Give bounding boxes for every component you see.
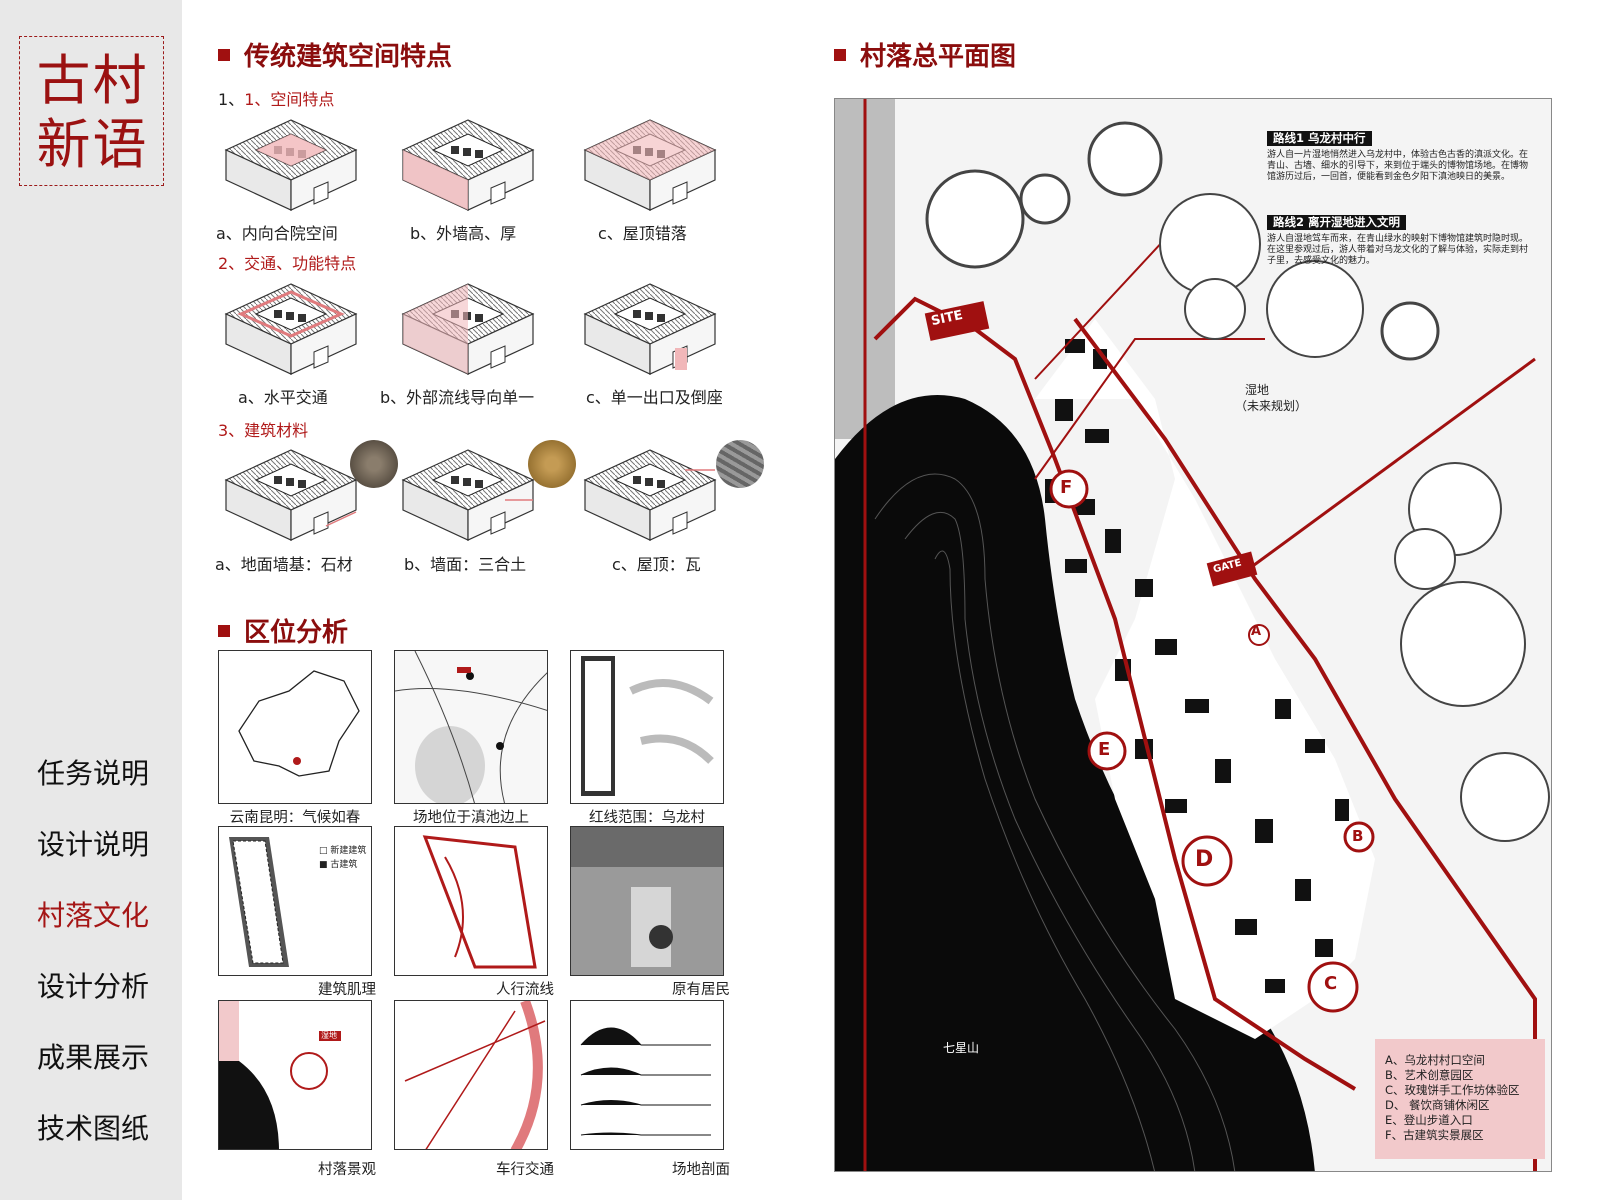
- route-2-title: 路线2 离开湿地进入文明: [1267, 215, 1407, 230]
- logo-line-1: 古村: [36, 49, 149, 112]
- thumb-caption-9: 场地剖面: [672, 1162, 730, 1178]
- square-bullet-icon: [218, 49, 230, 61]
- house-diagram-roofs: [584, 119, 716, 211]
- thumb-red-line: [570, 650, 724, 804]
- thumb-caption-2: 场地位于滇池边上: [413, 810, 529, 826]
- master-plan-map: SITE GATE A B C D E F 路线1 乌龙村中行 游人自一片湿地悄…: [834, 98, 1552, 1172]
- caption-courtyard: a、内向合院空间: [216, 224, 338, 243]
- subtitle-material: 3、建筑材料: [218, 417, 308, 441]
- marker-b[interactable]: B: [1352, 827, 1364, 845]
- thumb-wetland-tag: 湿地: [321, 1031, 337, 1040]
- marker-d[interactable]: D: [1195, 847, 1214, 872]
- thumb-legend-new: □ 新建建筑: [319, 846, 367, 856]
- subtitle-traffic: 2、交通、功能特点: [218, 254, 357, 273]
- caption-horizontal: a、水平交通: [238, 388, 328, 407]
- route-1-text: 游人自一片湿地悄然进入乌龙村中，体验古色古香的滇派文化。在青山、古墙、细水的引导…: [1267, 150, 1529, 182]
- nav-item-design-analysis[interactable]: 设计分析: [36, 970, 149, 1003]
- subtitle-material-text: 3、建筑材料: [218, 421, 309, 440]
- nav-item-results[interactable]: 成果展示: [36, 1041, 149, 1074]
- section-title-master-plan: 村落总平面图: [834, 36, 1016, 73]
- caption-exit: c、单一出口及倒座: [586, 388, 723, 407]
- thumb-vehicle: [394, 1000, 548, 1150]
- caption-flow: b、外部流线导向单一: [380, 388, 535, 407]
- house-diagram-flow: [402, 283, 534, 375]
- nav-item-village-culture[interactable]: 村落文化: [36, 899, 149, 932]
- legend-f: F、古建筑实景展区: [1385, 1128, 1484, 1142]
- caption-roofs: c、屋顶错落: [598, 224, 687, 243]
- house-diagram-courtyard: [225, 119, 357, 211]
- section-title-architecture: 传统建筑空间特点: [218, 36, 452, 73]
- thumb-residents-photo: [570, 826, 724, 976]
- thumb-dianchi-map: [394, 650, 548, 804]
- subtitle-space: 1、1、空间特点: [218, 90, 335, 109]
- thumb-legend-old: ■ 古建筑: [319, 860, 358, 870]
- nav-item-task[interactable]: 任务说明: [36, 757, 149, 790]
- legend-d: D、 餐饮商铺休闲区: [1385, 1098, 1490, 1112]
- map-legend: A、乌龙村村口空间 B、艺术创意园区 C、玫瑰饼手工作坊体验区 D、 餐饮商铺休…: [1375, 1039, 1545, 1159]
- caption-tile: c、屋顶：瓦: [612, 555, 701, 574]
- logo-line-2: 新语: [36, 113, 149, 176]
- legend-c: C、玫瑰饼手工作坊体验区: [1385, 1083, 1520, 1097]
- thumb-pedestrian: [394, 826, 548, 976]
- thumb-caption-7: 村落景观: [318, 1162, 376, 1178]
- caption-earth: b、墙面：三合土: [404, 555, 527, 574]
- nav-item-drawings[interactable]: 技术图纸: [36, 1112, 149, 1145]
- marker-a[interactable]: A: [1251, 624, 1262, 639]
- legend-e: E、登山步道入口: [1385, 1113, 1473, 1127]
- section-title-master-plan-text: 村落总平面图: [860, 42, 1017, 72]
- route-1-title: 路线1 乌龙村中行: [1267, 131, 1372, 146]
- thumb-section: [570, 1000, 724, 1150]
- house-diagram-earth: [402, 449, 534, 541]
- logo: 古村 新语: [19, 36, 164, 186]
- thumb-china-map: [218, 650, 372, 804]
- marker-c[interactable]: C: [1324, 973, 1338, 994]
- legend-a: A、乌龙村村口空间: [1385, 1053, 1485, 1067]
- house-diagram-walls: [402, 119, 534, 211]
- house-diagram-horizontal: [225, 283, 357, 375]
- tile-texture-icon: [716, 440, 764, 488]
- thumb-caption-4: 建筑肌理: [318, 982, 376, 998]
- thumb-caption-1: 云南昆明：气候如春: [229, 810, 361, 826]
- nav-item-design-notes[interactable]: 设计说明: [36, 828, 149, 861]
- square-bullet-icon: [218, 625, 230, 637]
- map-drawing: [835, 99, 1550, 1171]
- earth-texture-icon: [528, 440, 576, 488]
- thumb-caption-6: 原有居民: [672, 982, 730, 998]
- wetland-label: 湿地: [1245, 383, 1270, 397]
- stone-texture-icon: [350, 440, 398, 488]
- marker-f[interactable]: F: [1060, 477, 1073, 498]
- section-title-location-text: 区位分析: [244, 618, 349, 648]
- house-diagram-stone: [225, 449, 357, 541]
- marker-e[interactable]: E: [1098, 739, 1111, 760]
- caption-stone: a、地面墙基：石材: [215, 555, 353, 574]
- thumb-building-texture: □ 新建建筑 ■ 古建筑: [218, 826, 372, 976]
- section-title-location: 区位分析: [218, 612, 348, 649]
- mountain-label: 七星山: [943, 1041, 980, 1055]
- route-2-text: 游人自湿地驾车而来，在青山绿水的映射下博物馆建筑时隐时现。在这里参观过后，游人带…: [1267, 234, 1529, 266]
- square-bullet-icon: [834, 49, 846, 61]
- caption-walls: b、外墙高、厚: [410, 224, 517, 243]
- route-1-box: 路线1 乌龙村中行 游人自一片湿地悄然进入乌龙村中，体验古色古香的滇派文化。在青…: [1267, 131, 1529, 183]
- section-title-text: 传统建筑空间特点: [244, 42, 453, 72]
- house-diagram-exit: [584, 283, 716, 375]
- house-diagram-tile: [584, 449, 716, 541]
- thumb-caption-3: 红线范围：乌龙村: [589, 810, 705, 826]
- thumb-caption-8: 车行交通: [496, 1162, 554, 1178]
- wetland-sublabel: （未来规划）: [1235, 399, 1308, 413]
- subtitle-space-text: 1、空间特点: [244, 90, 335, 109]
- thumb-caption-5: 人行流线: [496, 982, 554, 998]
- legend-b: B、艺术创意园区: [1385, 1068, 1474, 1082]
- route-2-box: 路线2 离开湿地进入文明 游人自湿地驾车而来，在青山绿水的映射下博物馆建筑时隐时…: [1267, 215, 1529, 267]
- thumb-landscape: 湿地: [218, 1000, 372, 1150]
- sidebar: 古村 新语 任务说明 设计说明 村落文化 设计分析 成果展示 技术图纸: [0, 0, 182, 1200]
